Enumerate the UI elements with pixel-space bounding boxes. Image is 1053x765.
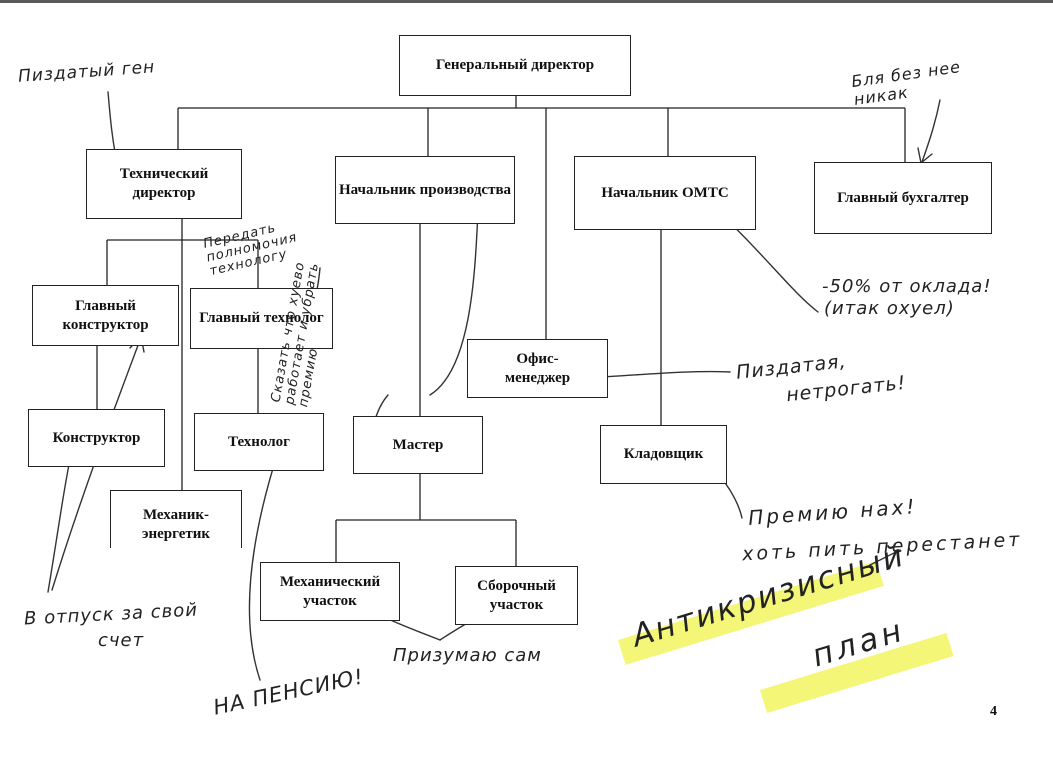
production-head-box: Начальник производства <box>335 156 515 224</box>
technologist-label: Технолог <box>228 433 290 450</box>
master-label: Мастер <box>392 436 444 453</box>
ceo-box: Генеральный директор <box>399 35 631 96</box>
omts-note-1: -50% от оклада! <box>822 276 992 297</box>
technologist-box: Технолог <box>194 413 324 471</box>
assembly-section-label: Сборочный участок <box>477 577 556 613</box>
sections-note: Призумаю сам <box>393 645 542 666</box>
chief-accountant-label: Главный бухгалтер <box>837 189 969 206</box>
office-manager-box: Офис-менеджер <box>467 339 608 398</box>
designer-label: Конструктор <box>52 429 141 446</box>
tech-director-box: Технический директор <box>86 149 242 219</box>
mechanical-section-box: Механический участок <box>260 562 400 621</box>
chief-accountant-box: Главный бухгалтер <box>814 162 992 234</box>
top-border <box>0 0 1053 3</box>
omts-head-box: Начальник ОМТС <box>574 156 756 230</box>
master-box: Мастер <box>353 416 483 474</box>
designer-note-2: счет <box>98 630 145 651</box>
omts-head-label: Начальник ОМТС <box>601 184 729 201</box>
production-head-label: Начальник производства <box>338 181 512 198</box>
storekeeper-box: Кладовщик <box>600 425 727 484</box>
mechanical-section-label: Механический участок <box>279 573 381 609</box>
assembly-section-box: Сборочный участок <box>455 566 578 625</box>
mechanic-engineer-box: Механик-энергетик <box>110 490 242 548</box>
office-manager-label: Офис-менеджер <box>504 350 571 386</box>
tech-director-label: Технический директор <box>119 166 209 201</box>
chief-designer-label: Главный конструктор <box>62 297 149 333</box>
page-number: 4 <box>990 704 997 719</box>
chief-technologist-box: Главный технолог <box>190 288 333 349</box>
ceo-label: Генеральный директор <box>435 57 595 73</box>
chief-technologist-label: Главный технолог <box>199 310 324 326</box>
omts-note-2: (итак охуел) <box>824 298 955 319</box>
designer-box: Конструктор <box>28 409 165 467</box>
chief-designer-box: Главный конструктор <box>32 285 179 346</box>
storekeeper-label: Кладовщик <box>623 446 704 462</box>
mechanic-engineer-label: Механик-энергетик <box>141 507 211 542</box>
